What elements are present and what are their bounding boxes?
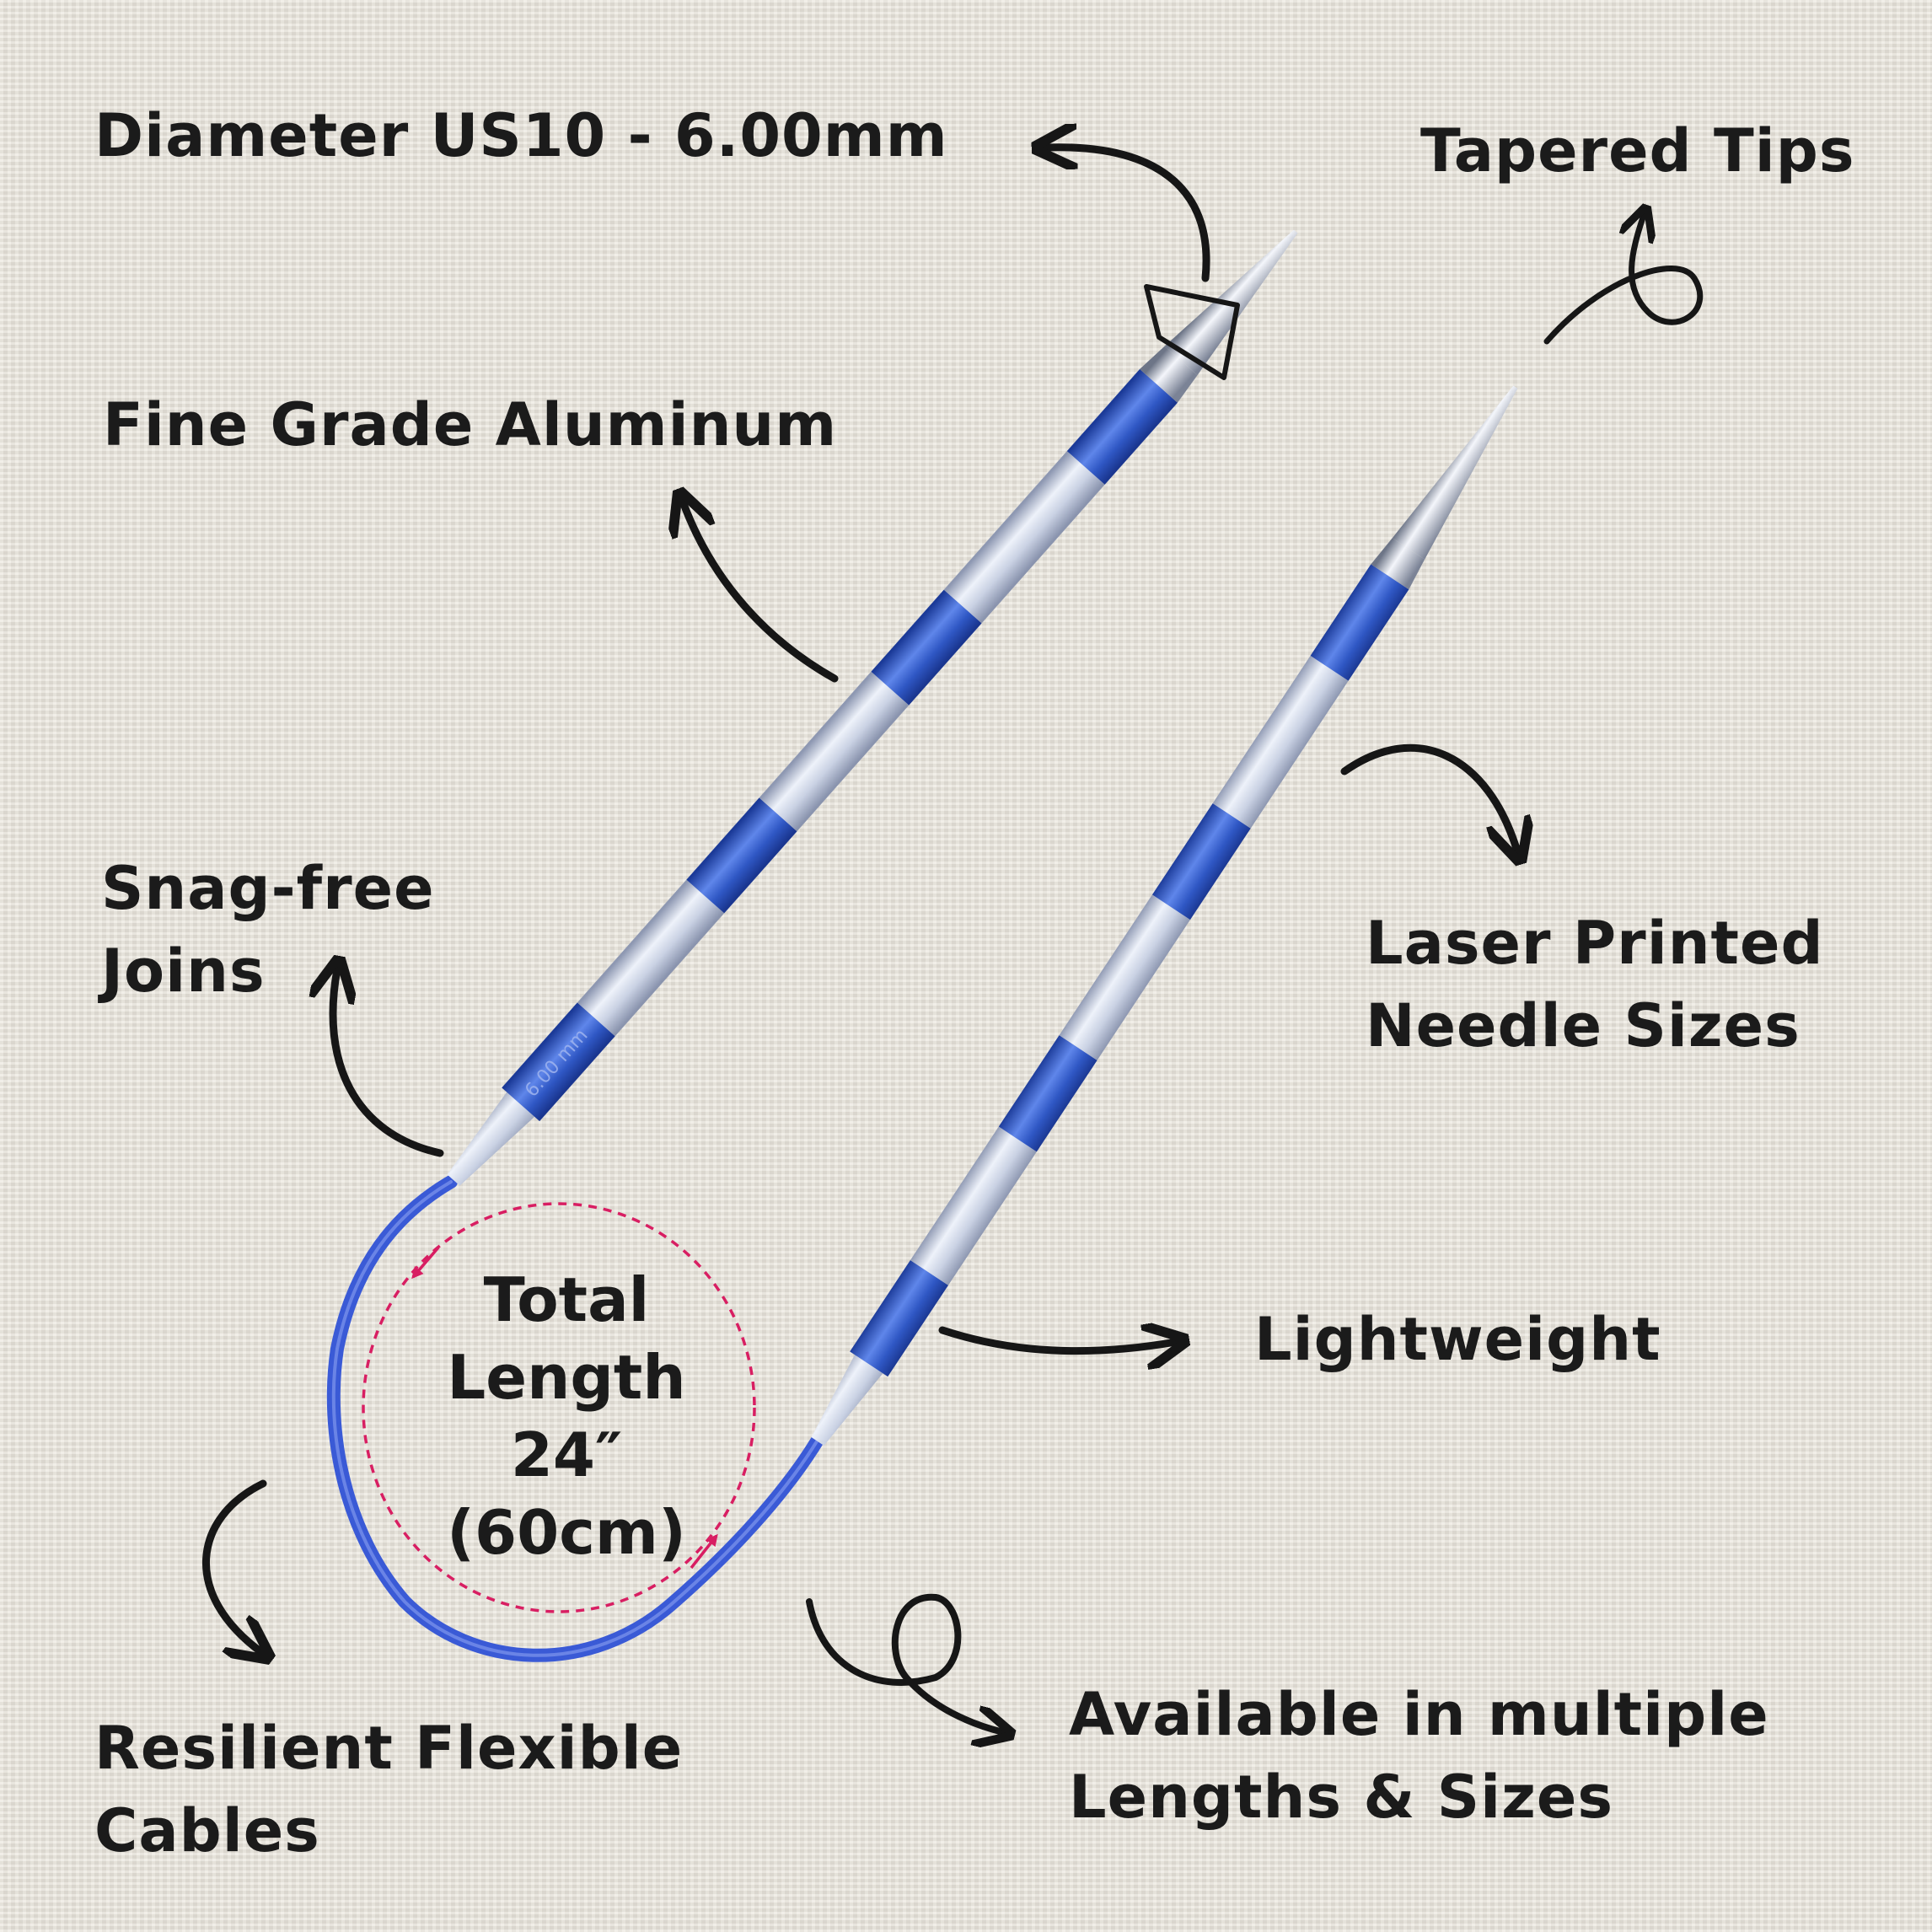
label-laser-printed: Laser Printed Needle Sizes	[1366, 902, 1824, 1067]
total-length-line: Total	[483, 1264, 650, 1335]
label-resilient-cables: Resilient Flexible Cables	[94, 1707, 683, 1872]
stitch-marker-ring	[1144, 284, 1240, 380]
label-available-lengths: Available in multiple Lengths & Sizes	[1069, 1673, 1769, 1838]
label-lightweight: Lightweight	[1254, 1305, 1661, 1374]
arrow-aluminum	[683, 502, 839, 683]
arrow-diameter	[1045, 148, 1210, 282]
needle-left: 6.00 mm	[447, 229, 1298, 1186]
label-line: Needle Sizes	[1366, 991, 1801, 1060]
label-snag-free-joins: Snag-free Joins	[101, 847, 435, 1012]
arrow-snag-free	[333, 969, 444, 1157]
length-measure-circle	[362, 1202, 756, 1613]
label-diameter: Diameter US10 - 6.00mm	[94, 101, 948, 170]
arrow-tapered-tips	[1543, 215, 1704, 345]
label-line: Snag-free	[101, 854, 435, 923]
label-line: Cables	[94, 1796, 320, 1865]
arrow-laser-printed	[1340, 743, 1517, 851]
label-line: Resilient Flexible	[94, 1714, 684, 1783]
label-tapered-tips: Tapered Tips	[1420, 116, 1855, 185]
total-length-line: 24″	[510, 1419, 623, 1490]
total-length-label: Total Length 24″ (60cm)	[415, 1261, 718, 1571]
cable-highlight	[331, 1180, 824, 1657]
needle-right	[811, 385, 1518, 1446]
arrow-available	[806, 1593, 1003, 1732]
measure-arrow-bottom	[690, 1533, 718, 1570]
label-line: Available in multiple	[1069, 1680, 1769, 1749]
measure-arrow-top	[411, 1246, 440, 1280]
label-fine-grade-aluminum: Fine Grade Aluminum	[103, 390, 838, 459]
total-length-line: (60cm)	[447, 1497, 686, 1568]
arrow-lightweight	[938, 1330, 1176, 1351]
label-line: Joins	[101, 936, 266, 1006]
total-length-line: Length	[447, 1342, 686, 1413]
label-line: Lengths & Sizes	[1069, 1763, 1614, 1832]
label-line: Laser Printed	[1366, 909, 1824, 978]
arrow-cables	[202, 1479, 263, 1652]
